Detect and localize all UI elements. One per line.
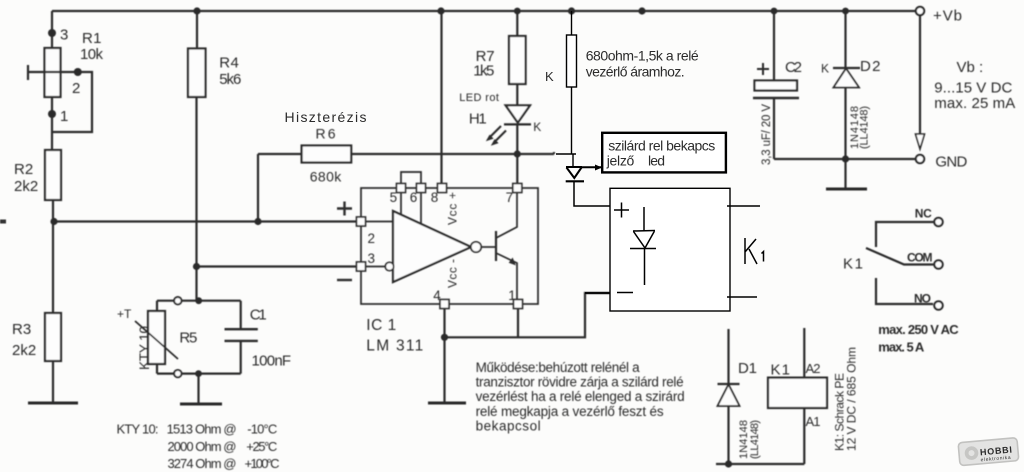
svg-text:tranzisztor rövidre zárja a sz: tranzisztor rövidre zárja a szilárd relé <box>476 375 684 390</box>
svg-text:elektronika: elektronika <box>980 455 1011 464</box>
svg-text:1513 Ohm @: 1513 Ohm @ <box>167 422 237 437</box>
svg-text:D2: D2 <box>860 58 881 75</box>
svg-text:Vb :: Vb : <box>957 59 984 76</box>
svg-text:6: 6 <box>410 190 418 205</box>
svg-text:max. 5 A: max. 5 A <box>878 339 925 354</box>
svg-text:R6: R6 <box>316 126 336 142</box>
svg-text:100nF: 100nF <box>252 352 292 369</box>
svg-text:A2: A2 <box>806 361 821 376</box>
svg-text:3274 Ohm @: 3274 Ohm @ <box>168 456 237 471</box>
svg-text:vezérlő áramhoz.: vezérlő áramhoz. <box>586 64 685 80</box>
svg-text:2: 2 <box>368 231 376 246</box>
svg-text:D1: D1 <box>738 360 757 377</box>
svg-text:K: K <box>533 120 541 134</box>
svg-text:NC: NC <box>915 207 932 221</box>
svg-text:3: 3 <box>60 27 68 44</box>
svg-text:K: K <box>545 69 554 84</box>
svg-text:8: 8 <box>431 190 439 205</box>
svg-text:C1: C1 <box>250 306 267 323</box>
svg-text:GND: GND <box>935 154 967 171</box>
svg-text:NO: NO <box>914 292 931 306</box>
svg-text:LED rot: LED rot <box>459 92 499 104</box>
svg-text:2k2: 2k2 <box>12 342 36 359</box>
svg-text:jelző: jelző <box>606 153 635 169</box>
svg-text:KTY 10:: KTY 10: <box>117 422 159 437</box>
svg-text:R4: R4 <box>219 55 239 72</box>
svg-text:1N4148: 1N4148 <box>738 420 750 459</box>
svg-text:2: 2 <box>72 80 80 97</box>
svg-text:R1: R1 <box>82 30 102 47</box>
svg-text:R5: R5 <box>179 330 197 347</box>
svg-text:12 V DC / 685 Ohm: 12 V DC / 685 Ohm <box>845 347 859 451</box>
svg-text:2k2: 2k2 <box>14 178 38 195</box>
svg-text:relé megkapja a vezérlő feszt: relé megkapja a vezérlő feszt és <box>476 404 664 419</box>
svg-text:9...15 V DC: 9...15 V DC <box>934 80 1012 97</box>
svg-text:680ohm-1,5k a relé: 680ohm-1,5k a relé <box>586 47 699 63</box>
svg-text:K1: K1 <box>771 361 791 378</box>
svg-text:7: 7 <box>506 190 514 205</box>
svg-text:R2: R2 <box>14 161 33 178</box>
svg-text:2000 Ohm @: 2000 Ohm @ <box>168 439 237 454</box>
svg-text:C2: C2 <box>785 59 802 76</box>
svg-text:5k6: 5k6 <box>219 71 241 88</box>
svg-text:K1: K1 <box>843 256 863 273</box>
svg-text:K: K <box>821 62 829 76</box>
svg-text:+T: +T <box>117 307 132 321</box>
svg-text:+100°C: +100°C <box>245 456 280 471</box>
svg-text:K1: Schrack PE: K1: Schrack PE <box>833 373 847 451</box>
svg-text:R3: R3 <box>12 321 31 338</box>
svg-text:3,3 uF/ 20 V: 3,3 uF/ 20 V <box>761 104 773 165</box>
svg-text:Hiszterézis: Hiszterézis <box>285 109 367 125</box>
svg-text:IC 1: IC 1 <box>366 317 396 334</box>
svg-text:+Vb: +Vb <box>933 7 962 24</box>
svg-text:max. 250 V AC: max. 250 V AC <box>878 322 959 337</box>
svg-text:10k: 10k <box>80 46 104 63</box>
svg-text:(LL4148): (LL4148) <box>749 420 761 459</box>
svg-text:4: 4 <box>433 288 441 303</box>
svg-text:3: 3 <box>368 251 376 266</box>
svg-text:Vcc -: Vcc - <box>446 259 460 288</box>
svg-text:1k5: 1k5 <box>473 63 494 80</box>
svg-text:+25°C: +25°C <box>246 439 277 454</box>
svg-text:1N4148: 1N4148 <box>849 106 861 149</box>
svg-text:KTY 10: KTY 10 <box>137 326 152 370</box>
svg-text:max. 25 mA: max. 25 mA <box>934 95 1015 112</box>
svg-text:680k: 680k <box>310 169 343 185</box>
svg-text:Működése:behúzott relénél a: Működése:behúzott relénél a <box>476 360 640 375</box>
svg-text:5: 5 <box>390 190 398 205</box>
svg-text:LM 311: LM 311 <box>366 337 423 354</box>
svg-text:Vcc +: Vcc + <box>446 192 460 225</box>
svg-text:led: led <box>648 153 665 169</box>
svg-text:COM: COM <box>907 251 933 265</box>
svg-text:bekapcsol: bekapcsol <box>476 419 541 434</box>
svg-text:A1: A1 <box>806 414 821 429</box>
svg-text:szilárd rel bekapcs: szilárd rel bekapcs <box>608 138 715 154</box>
svg-text:H1: H1 <box>469 110 487 127</box>
svg-text:1: 1 <box>508 288 516 303</box>
svg-text:R7: R7 <box>476 48 495 65</box>
svg-text:vezérlést ha a relé elenged a: vezérlést ha a relé elenged a szirárd <box>476 389 685 404</box>
svg-text:(LL4148): (LL4148) <box>859 106 871 149</box>
svg-text:-10°C: -10°C <box>247 422 277 437</box>
svg-text:1: 1 <box>60 108 68 125</box>
svg-text:HOBBI: HOBBI <box>980 445 1013 458</box>
